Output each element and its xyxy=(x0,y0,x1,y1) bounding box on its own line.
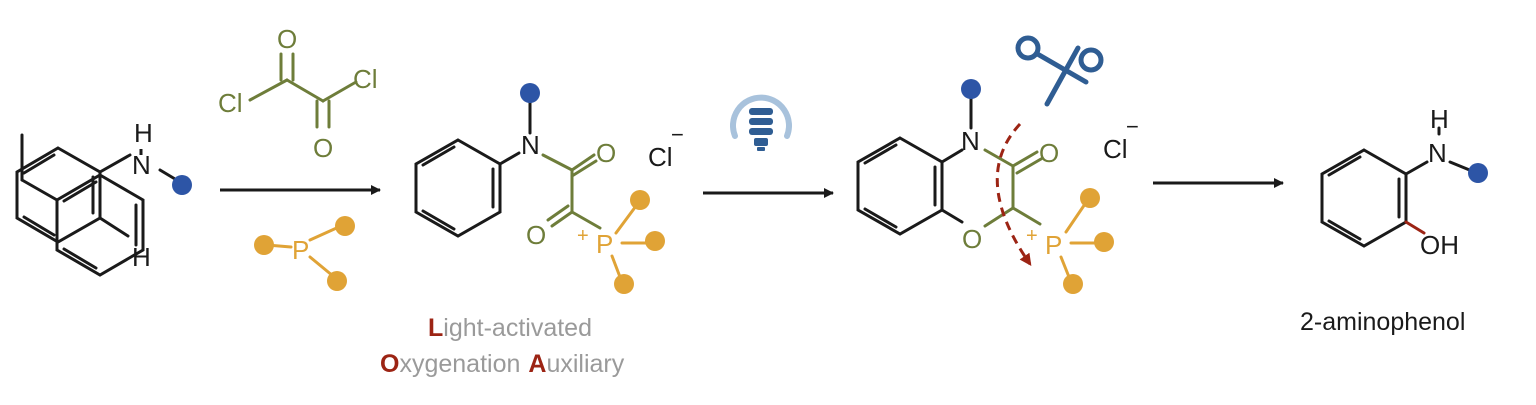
loa-caption-line1: Light-activated xyxy=(428,314,592,342)
caption-text-light-activated: ight-activated xyxy=(443,314,592,342)
product-nh-n: N xyxy=(1428,138,1447,168)
loa-o-top: O xyxy=(596,138,616,168)
product-oh: OH xyxy=(1420,230,1459,260)
substituent-dot-4 xyxy=(1468,163,1488,183)
loa-p-dot-top xyxy=(630,190,650,210)
intermediate-chloride-minus: − xyxy=(1126,114,1139,139)
loa-o-bottom: O xyxy=(526,220,546,250)
caption-text-auxiliary: uxiliary xyxy=(546,350,624,378)
phosphine-dot-top xyxy=(335,216,355,236)
aniline-left-ring xyxy=(15,146,182,244)
caption-text-oxygenation: xygenation xyxy=(399,350,520,378)
oxalyl-o-top: O xyxy=(277,24,297,54)
oxalyl-o-bottom: O xyxy=(313,133,333,163)
intermediate-phosphonium-bonds xyxy=(1059,202,1098,279)
bond-cleavage-arrow xyxy=(995,122,1032,266)
substituent-dot-2 xyxy=(520,83,540,103)
loa-caption-line2: Oxygenation Auxiliary xyxy=(380,350,625,378)
loa-chloride-minus: − xyxy=(671,122,684,147)
scissors-icon xyxy=(1015,35,1104,107)
product-ring xyxy=(1320,126,1474,248)
loa-phosphonium-bonds xyxy=(610,204,650,279)
intermediate-oxazinone-ring xyxy=(983,148,1043,228)
intermediate-ring-o: O xyxy=(962,224,982,254)
caption-initial-o: O xyxy=(380,350,399,378)
intermediate-p-dot-right xyxy=(1094,232,1114,252)
aniline-ortho-h: H xyxy=(132,242,151,272)
loa-p-dot-bottom xyxy=(614,274,634,294)
aniline-nh-h: H xyxy=(134,118,153,148)
phosphine-dot-left xyxy=(254,235,274,255)
loa-p-plus: + xyxy=(577,225,589,247)
phosphine-dot-bottom xyxy=(327,271,347,291)
product-nh-h: H xyxy=(1430,104,1449,134)
loa-p-dot-right xyxy=(645,231,665,251)
intermediate-p-dot-top xyxy=(1080,188,1100,208)
loa-p: P xyxy=(596,229,613,259)
loa-adduct-ring xyxy=(414,100,532,238)
intermediate-p-dot-bottom xyxy=(1063,274,1083,294)
loa-n: N xyxy=(521,130,540,160)
oxalyl-chloride xyxy=(248,52,358,129)
oxalyl-cl-left: Cl xyxy=(218,88,243,118)
substituent-dot-3 xyxy=(961,79,981,99)
aniline-nh-n: N xyxy=(132,150,151,180)
intermediate-chloride: Cl xyxy=(1103,134,1128,164)
loa-oxalyl-unit xyxy=(541,153,602,230)
intermediate-benzo-ring xyxy=(856,95,973,236)
product-c-o-bond xyxy=(1404,220,1426,235)
product-name: 2-aminophenol xyxy=(1300,308,1465,336)
phosphine-p: P xyxy=(292,235,309,265)
loa-chloride: Cl xyxy=(648,142,673,172)
intermediate-n: N xyxy=(961,126,980,156)
starting-aniline xyxy=(20,133,145,277)
substituent-dot-1 xyxy=(172,175,192,195)
caption-initial-l: L xyxy=(428,314,443,342)
intermediate-carbonyl-o: O xyxy=(1039,138,1059,168)
spacer xyxy=(0,0,1,1)
intermediate-p: P xyxy=(1045,230,1062,260)
caption-initial-a: A xyxy=(528,350,546,378)
oxalyl-cl-right: Cl xyxy=(353,64,378,94)
intermediate-p-plus: + xyxy=(1026,225,1038,247)
lightbulb-icon xyxy=(730,94,792,151)
